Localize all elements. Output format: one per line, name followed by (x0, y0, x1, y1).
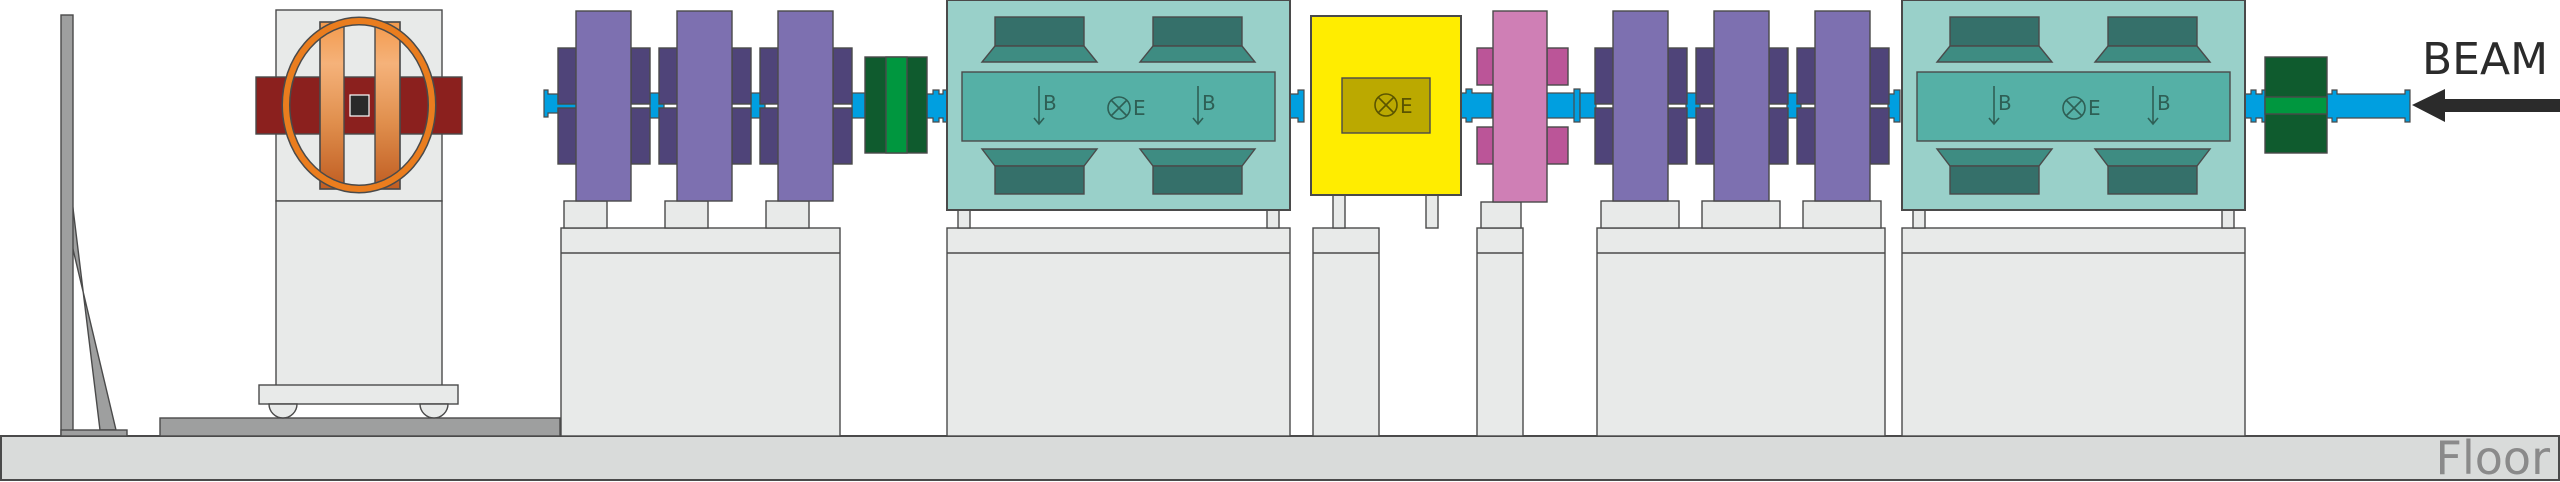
quad-2c (1814, 10, 1871, 202)
field-e-label: E (1400, 94, 1413, 118)
sextupole (1476, 10, 1569, 437)
beam-label: BEAM (2422, 34, 2548, 85)
field-e-label: E (2088, 96, 2101, 120)
coil-right (374, 21, 401, 190)
field-b-label: B (1043, 91, 1057, 115)
field-b-label: B (2157, 91, 2171, 115)
beam-indicator: BEAM (2412, 34, 2560, 122)
field-b-label: B (1202, 91, 1216, 115)
dipole-magnet (255, 9, 463, 419)
target-stand (60, 14, 128, 437)
stand (560, 227, 841, 437)
cart-wheel-right (419, 403, 449, 419)
beam-aperture (349, 94, 370, 117)
quad-1a (575, 10, 632, 202)
field-b-label: B (1998, 91, 2012, 115)
cart-wheel-left (268, 403, 298, 419)
rail-platform (159, 417, 561, 437)
steerer-1 (864, 56, 928, 154)
wien-filter-2: B E B (1901, 0, 2246, 437)
beam-arrow-icon (2412, 89, 2560, 122)
quad-1c (777, 10, 834, 202)
quad-2a (1612, 10, 1669, 202)
electrostatic-deflector: E (1310, 15, 1462, 437)
steerer-2 (2264, 56, 2328, 154)
quad-1b (676, 10, 733, 202)
quadrupole-triplet-2 (1594, 10, 1890, 437)
floor: Floor (0, 431, 2560, 482)
field-e-label: E (1133, 96, 1146, 120)
quad-2b (1713, 10, 1770, 202)
floor-label: Floor (2436, 431, 2551, 482)
pole-pieces (980, 16, 1257, 195)
quadrupole-triplet-1 (557, 10, 853, 437)
wien-filter-1: B E B (946, 0, 1291, 437)
cart-base (258, 384, 459, 405)
